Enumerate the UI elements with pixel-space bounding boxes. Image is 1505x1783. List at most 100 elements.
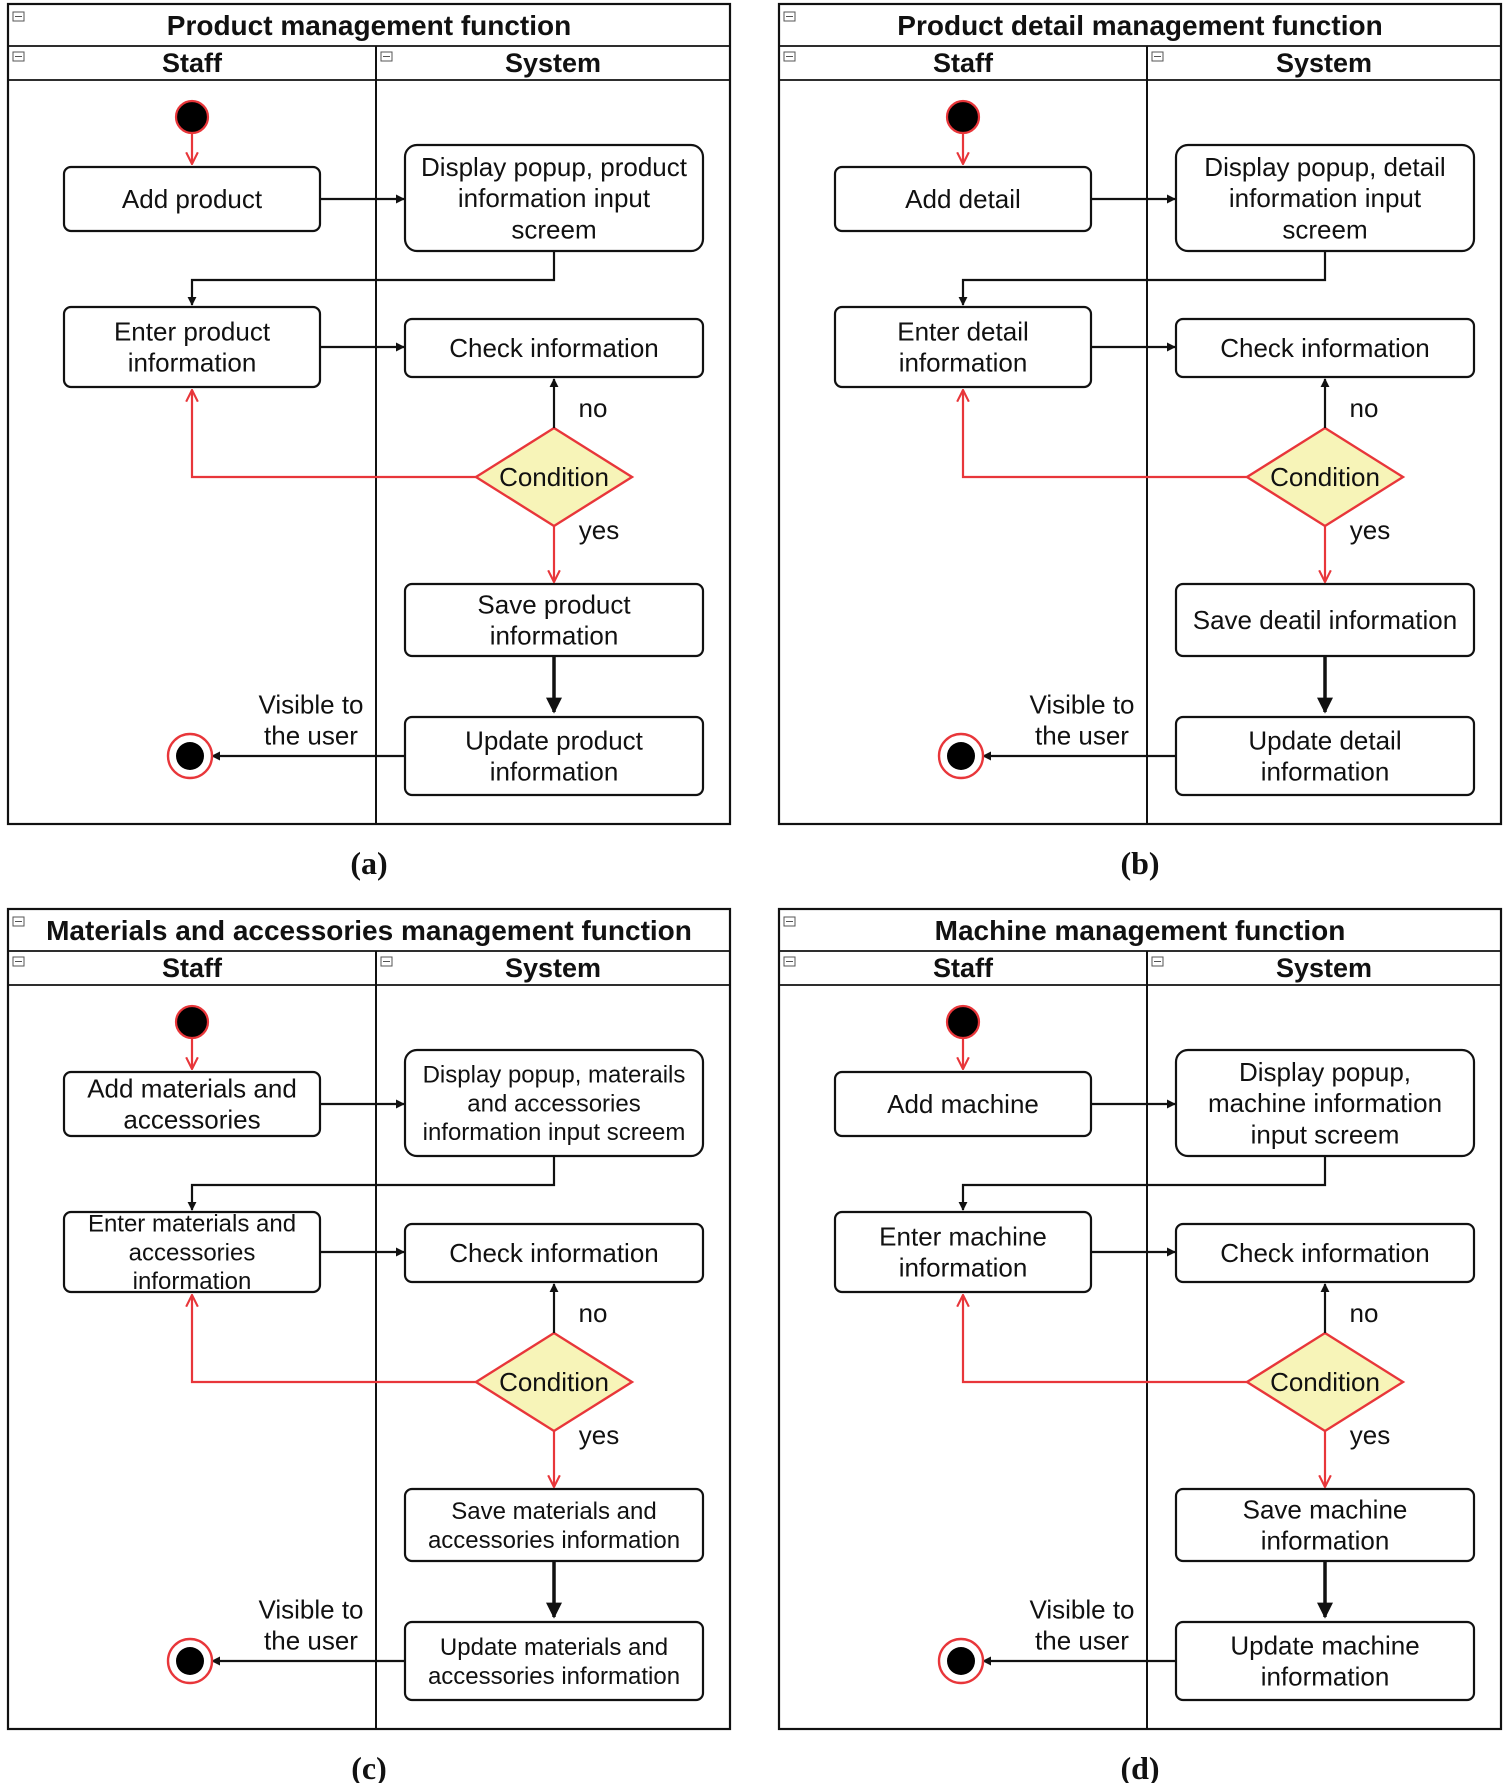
activity-diagram-c: Materials and accessories management fun… xyxy=(6,907,732,1783)
display-popup-action-label-line-3: screem xyxy=(1282,214,1367,244)
start-node xyxy=(174,99,210,135)
save-action-label-line-1: Save materials and xyxy=(451,1498,656,1525)
diagram-frame xyxy=(6,2,732,826)
display-popup-action-label-line-1: Display popup, materails xyxy=(423,1062,686,1089)
lane-staff-label: Staff xyxy=(162,48,223,78)
yes-label: yes xyxy=(1350,1420,1390,1450)
visible-to-user-label-line-2: the user xyxy=(1035,721,1129,751)
update-action-label-line-1: Update machine xyxy=(1230,1631,1419,1661)
add-action-label-line-2: accessories xyxy=(123,1105,260,1135)
enter-action-label-line-3: information xyxy=(133,1268,252,1295)
lane-staff-label: Staff xyxy=(933,953,994,983)
add-action-label-line-1: Add materials and xyxy=(87,1074,297,1104)
visible-to-user-label-line-1: Visible to xyxy=(258,1595,363,1625)
enter-action-label-line-1: Enter detail xyxy=(897,317,1029,347)
flow-display-to-enter xyxy=(958,1156,1327,1211)
add-action-label-line-1: Add detail xyxy=(905,184,1021,214)
enter-action-label-line-1: Enter machine xyxy=(879,1222,1047,1252)
flow-retry-to-enter xyxy=(963,390,1247,479)
add-action-label-line-1: Add product xyxy=(122,184,263,214)
yes-label: yes xyxy=(579,1420,619,1450)
diagram-title: Machine management function xyxy=(935,915,1346,946)
update-action-label-line-1: Update product xyxy=(465,726,644,756)
no-label: no xyxy=(1350,393,1379,423)
enter-action-label-line-2: information xyxy=(899,1253,1028,1283)
display-popup-action-label-line-2: information input xyxy=(458,183,651,213)
condition-label: Condition xyxy=(1270,462,1380,492)
diagram-frame xyxy=(777,907,1503,1731)
no-label: no xyxy=(579,1298,608,1328)
display-popup-action-label-line-3: input screem xyxy=(1251,1119,1400,1149)
update-action-label-line-2: information xyxy=(490,757,619,787)
yes-label: yes xyxy=(1350,515,1390,545)
lane-system-label: System xyxy=(1276,48,1372,78)
display-popup-action-label-line-2: and accessories xyxy=(467,1090,640,1117)
enter-action-label-line-1: Enter product xyxy=(114,317,271,347)
start-node xyxy=(945,99,981,135)
start-node xyxy=(945,1004,981,1040)
visible-to-user-label-line-2: the user xyxy=(1035,1626,1129,1656)
end-node-core xyxy=(947,742,975,770)
lane-system-label: System xyxy=(1276,953,1372,983)
lane-system-label: System xyxy=(505,953,601,983)
flow-retry-to-enter xyxy=(192,1295,476,1384)
display-popup-action-label-line-3: information input screem xyxy=(423,1119,686,1146)
diagram-title: Product detail management function xyxy=(897,10,1382,41)
no-label: no xyxy=(579,393,608,423)
flow-display-to-enter xyxy=(187,251,556,306)
lane-staff-label: Staff xyxy=(162,953,223,983)
check-action xyxy=(403,317,705,379)
visible-to-user-label-line-2: the user xyxy=(264,1626,358,1656)
check-action-label-line-1: Check information xyxy=(449,333,659,363)
diagram-title: Product management function xyxy=(167,10,571,41)
condition-label: Condition xyxy=(499,1367,609,1397)
end-node-core xyxy=(176,1647,204,1675)
add-action-label-line-1: Add machine xyxy=(887,1089,1039,1119)
update-action-label-line-2: information xyxy=(1261,1662,1390,1692)
save-action-label-line-2: information xyxy=(490,621,619,651)
save-action-label-line-2: information xyxy=(1261,1526,1390,1556)
diagram-frame xyxy=(777,2,1503,826)
display-popup-action-label-line-3: screem xyxy=(511,214,596,244)
check-action xyxy=(1174,1222,1476,1284)
check-action-label-line-1: Check information xyxy=(1220,1238,1430,1268)
update-action-label-line-2: information xyxy=(1261,757,1390,787)
flow-display-to-enter xyxy=(958,251,1327,306)
no-label: no xyxy=(1350,1298,1379,1328)
update-action-label-line-2: accessories information xyxy=(428,1663,680,1690)
enter-action-label-line-1: Enter materials and xyxy=(88,1211,296,1238)
end-node-core xyxy=(947,1647,975,1675)
display-popup-action-label-line-2: machine information xyxy=(1208,1088,1442,1118)
check-action-label-line-1: Check information xyxy=(449,1238,659,1268)
enter-action-label-line-2: information xyxy=(899,348,1028,378)
display-popup-action-label-line-1: Display popup, detail xyxy=(1204,152,1445,182)
panel-caption: (c) xyxy=(351,1750,387,1783)
check-action xyxy=(1174,317,1476,379)
flow-retry-to-enter xyxy=(963,1295,1247,1384)
flow-display-to-enter xyxy=(187,1156,556,1211)
save-action-label-line-1: Save deatil information xyxy=(1193,605,1457,635)
visible-to-user-label-line-1: Visible to xyxy=(258,690,363,720)
yes-label: yes xyxy=(579,515,619,545)
visible-to-user-label-line-2: the user xyxy=(264,721,358,751)
flow-retry-to-enter xyxy=(192,390,476,479)
condition-label: Condition xyxy=(499,462,609,492)
diagram-title: Materials and accessories management fun… xyxy=(46,915,692,946)
visible-to-user-label-line-1: Visible to xyxy=(1029,1595,1134,1625)
update-action-label-line-1: Update materials and xyxy=(440,1634,668,1661)
panel-caption: (b) xyxy=(1120,845,1159,881)
lane-system-label: System xyxy=(505,48,601,78)
display-popup-action-label-line-1: Display popup, product xyxy=(421,152,688,182)
panel-caption: (a) xyxy=(350,845,387,881)
save-action-label-line-2: accessories information xyxy=(428,1527,680,1554)
panel-caption: (d) xyxy=(1120,1750,1159,1783)
check-action-label-line-1: Check information xyxy=(1220,333,1430,363)
start-node xyxy=(174,1004,210,1040)
display-popup-action-label-line-1: Display popup, xyxy=(1239,1057,1411,1087)
end-node-core xyxy=(176,742,204,770)
update-action-label-line-1: Update detail xyxy=(1248,726,1401,756)
